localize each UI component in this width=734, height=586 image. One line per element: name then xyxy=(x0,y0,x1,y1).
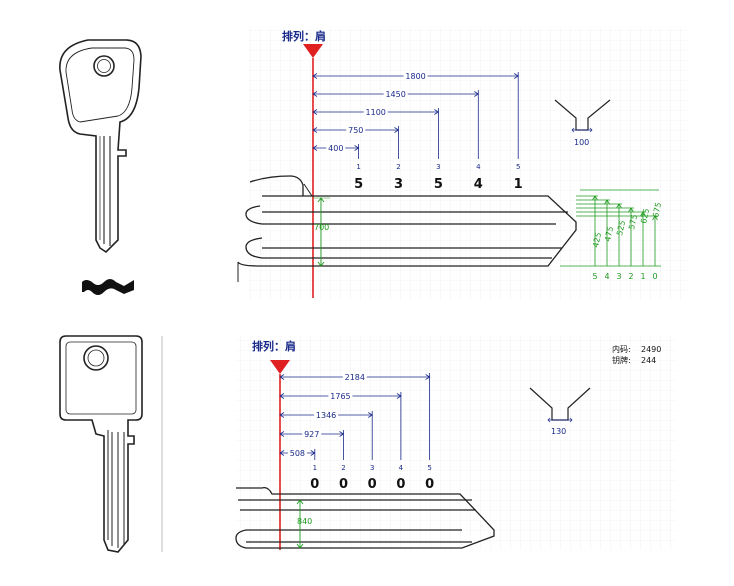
panel2-grid xyxy=(236,336,676,550)
panel2-cut-number: 2 xyxy=(341,464,345,472)
panel1-angle-width: 100 xyxy=(574,138,589,147)
panel2-cut-depth: 0 xyxy=(368,477,377,492)
panel1-cut-depth: 3 xyxy=(394,177,403,192)
panel2-title: 排列：肩 xyxy=(252,339,296,353)
panel2-shoulder-marker xyxy=(270,360,290,374)
panel1-cut-depth: 5 xyxy=(354,177,363,192)
panel2-spacing-label: 1765 xyxy=(330,392,350,401)
panel1-depth-value: 675 xyxy=(651,202,663,219)
panel1-grid xyxy=(248,28,690,300)
panel2-cut-depth: 0 xyxy=(310,477,319,492)
panel1-depth-number: 3 xyxy=(616,272,621,281)
panel1-spacing-label: 1100 xyxy=(366,108,386,117)
panel1-depth-number: 1 xyxy=(640,272,645,281)
panel2-spacing-label: 927 xyxy=(304,430,319,439)
key2-bow-outline xyxy=(59,335,143,553)
key1-hole xyxy=(93,55,115,77)
panel1-cut-number: 5 xyxy=(516,163,520,171)
panel1-spacing-label: 1450 xyxy=(385,90,405,99)
panel2-spacing-label: 508 xyxy=(290,449,305,458)
panel1-depth-number: 2 xyxy=(628,272,633,281)
panel2-cut-number: 3 xyxy=(370,464,374,472)
panel1-depth-value: 425 xyxy=(591,232,603,249)
panel2-cut-depth: 0 xyxy=(339,477,348,492)
panel2-info-label-0: 内码: xyxy=(612,344,631,354)
panel1-depth-number: 0 xyxy=(652,272,657,281)
key1-bow-outline xyxy=(59,39,142,254)
panel1-spacing-label: 1800 xyxy=(405,72,425,81)
panel1-cut-number: 3 xyxy=(436,163,440,171)
panel1-cut-depth: 5 xyxy=(434,177,443,192)
panel2-spacing-label: 2184 xyxy=(345,373,365,382)
key2-hole xyxy=(83,345,109,371)
panel1-shoulder-marker xyxy=(303,44,323,58)
panel1-blade-height: 700 xyxy=(314,223,329,232)
panel1-depth-number: 4 xyxy=(604,272,609,281)
panel1-blade-outline xyxy=(237,175,577,267)
panel2-blade-height: 840 xyxy=(297,517,312,526)
panel1-spacing-label: 400 xyxy=(328,144,343,153)
panel2-blade-outline xyxy=(235,486,495,549)
panel2-spacing-label: 1346 xyxy=(316,411,336,420)
key1-profile-icon xyxy=(82,279,134,295)
panel1-title: 排列：肩 xyxy=(282,29,326,43)
panel2-angle-width: 130 xyxy=(551,427,566,436)
panel1-depth-value: 525 xyxy=(615,220,627,237)
key1-bow-inner xyxy=(65,47,135,123)
panel2-diagram: 排列：肩 内码: 2490 钥牌: 244 508 1 0 927 2 0 1346 3 0 17… xyxy=(235,336,676,550)
key1-illustration xyxy=(59,39,142,254)
panel1-depth-value: 575 xyxy=(627,214,639,231)
panel1-cut-depth: 1 xyxy=(514,177,523,192)
panel2-cut-number: 1 xyxy=(313,464,317,472)
panel1-spacing-label: 750 xyxy=(348,126,363,135)
panel2-info-value-0: 2490 xyxy=(641,345,661,354)
panel1-cut-number: 2 xyxy=(396,163,400,171)
panel1-cut-number: 1 xyxy=(356,163,360,171)
panel2-cut-number: 5 xyxy=(427,464,431,472)
panel2-cut-depth: 0 xyxy=(396,477,405,492)
panel2-info-label-1: 钥牌: xyxy=(612,355,631,365)
panel1-depth-number: 5 xyxy=(592,272,597,281)
panel2-cut-depth: 0 xyxy=(425,477,434,492)
panel2-spacing-dims: 508 1 0 927 2 0 1346 3 0 1765 4 0 2184 5 0 xyxy=(279,372,434,492)
panel2-cut-number: 4 xyxy=(399,464,404,472)
key2-illustration xyxy=(59,335,143,553)
panel1-cut-depth: 4 xyxy=(474,177,483,192)
panel1-cut-number: 4 xyxy=(476,163,481,171)
panel1-depth-value: 475 xyxy=(603,226,615,243)
panel1-spacing-dims: 400 1 5 750 2 3 1100 3 5 1450 4 4 1800 5 1 xyxy=(312,71,523,192)
panel2-info-value-1: 244 xyxy=(641,356,656,365)
